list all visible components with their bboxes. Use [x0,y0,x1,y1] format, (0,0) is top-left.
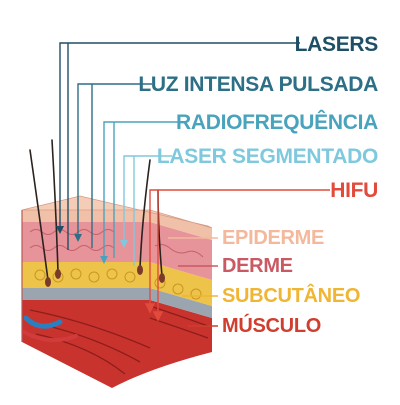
hair-follicles [45,265,165,287]
tech-connector-lasers [59,42,300,250]
muscle-layer-shape [22,300,212,388]
tech-label-lasers: LASERS [294,33,379,56]
tech-label-rf: RADIOFREQUÊNCIA [175,111,378,134]
layer-label-muscle: MÚSCULO [222,315,322,337]
dermis-layer-shape [22,222,212,280]
skin-top-surface [21,195,213,229]
layer-label-dermis: DERME [222,255,293,277]
tech-label-ipl: LUZ INTENSA PULSADA [138,73,378,96]
artery [23,315,63,329]
muscle-fibers [29,305,209,375]
fascia-layer-shape [22,288,212,318]
layer-label-epidermis: EPIDERME [222,227,325,249]
arrowheads [56,226,128,264]
vein [22,330,78,343]
tech-connector-hifu [144,189,330,322]
tech-label-fractional-laser: LASER SEGMENTADO [156,145,378,168]
tech-connector-rf [103,121,184,262]
tech-connector-fractional [123,155,172,266]
subcutaneous-layer-shape [22,262,212,306]
layer-label-subcutaneous: SUBCUTÂNEO [222,285,361,307]
tech-label-hifu: HIFU [330,179,378,202]
tech-connector-ipl [77,83,152,248]
epidermis-layer-shape [22,210,212,240]
